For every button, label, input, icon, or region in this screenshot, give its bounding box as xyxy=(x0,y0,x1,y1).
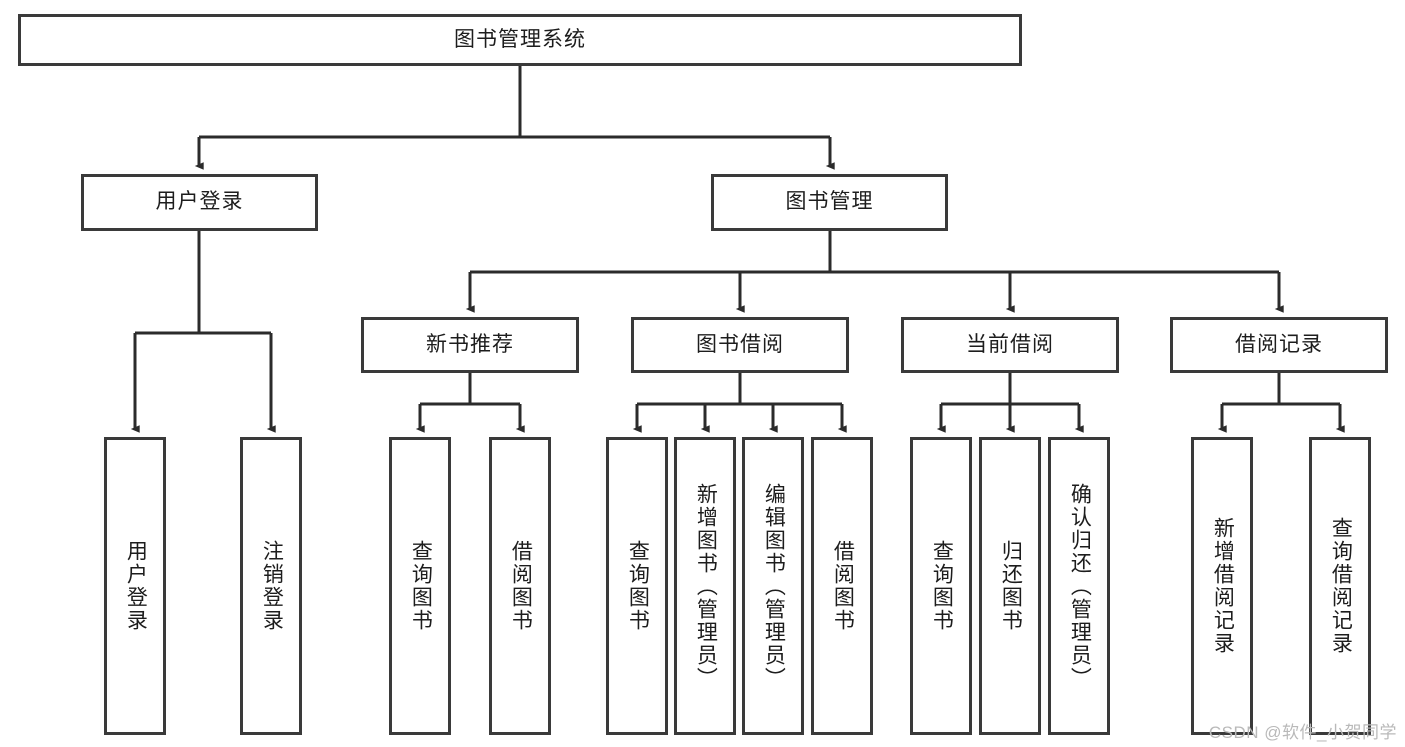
leaf-edit-book-admin[interactable]: 编辑图书（管理员） xyxy=(742,437,804,735)
node-label: 查询图书 xyxy=(930,540,954,632)
leaf-query-book-current[interactable]: 查询图书 xyxy=(910,437,972,735)
leaf-user-login[interactable]: 用户登录 xyxy=(104,437,166,735)
leaf-borrow-book-new-rec[interactable]: 借阅图书 xyxy=(489,437,551,735)
node-label: 新书推荐 xyxy=(426,332,514,356)
node-label: 用户登录 xyxy=(155,190,244,214)
node-new-book-recommendation[interactable]: 新书推荐 xyxy=(361,317,579,373)
node-label: 图书借阅 xyxy=(696,332,784,356)
csdn-watermark: CSDN @软件_小贺同学 xyxy=(1208,723,1397,742)
node-root-system[interactable]: 图书管理系统 xyxy=(18,14,1022,66)
node-borrowing-records[interactable]: 借阅记录 xyxy=(1170,317,1388,373)
node-label: 新增图书（管理员） xyxy=(694,482,718,690)
node-label: 借阅记录 xyxy=(1235,332,1323,356)
leaf-query-borrow-record[interactable]: 查询借阅记录 xyxy=(1309,437,1371,735)
leaf-logout[interactable]: 注销登录 xyxy=(240,437,302,735)
node-label: 图书管理 xyxy=(785,190,874,214)
leaf-add-borrow-record[interactable]: 新增借阅记录 xyxy=(1191,437,1253,735)
node-label: 归还图书 xyxy=(999,540,1023,632)
node-label: 图书管理系统 xyxy=(454,27,586,51)
node-label: 用户登录 xyxy=(124,540,148,632)
leaf-return-book[interactable]: 归还图书 xyxy=(979,437,1041,735)
node-book-borrowing[interactable]: 图书借阅 xyxy=(631,317,849,373)
node-label: 当前借阅 xyxy=(966,332,1054,356)
node-user-login[interactable]: 用户登录 xyxy=(81,174,318,231)
leaf-borrow-book-borrowing[interactable]: 借阅图书 xyxy=(811,437,873,735)
node-label: 确认归还（管理员） xyxy=(1068,482,1092,690)
node-label: 编辑图书（管理员） xyxy=(762,482,786,690)
node-label: 查询图书 xyxy=(409,540,433,632)
leaf-query-book-borrowing[interactable]: 查询图书 xyxy=(606,437,668,735)
node-label: 新增借阅记录 xyxy=(1211,517,1235,655)
node-current-borrowing[interactable]: 当前借阅 xyxy=(901,317,1119,373)
node-label: 查询借阅记录 xyxy=(1329,517,1353,655)
leaf-confirm-return-admin[interactable]: 确认归还（管理员） xyxy=(1048,437,1110,735)
node-label: 借阅图书 xyxy=(831,540,855,632)
node-book-management[interactable]: 图书管理 xyxy=(711,174,948,231)
node-label: 查询图书 xyxy=(626,540,650,632)
node-label: 注销登录 xyxy=(260,540,284,632)
leaf-query-book-new-rec[interactable]: 查询图书 xyxy=(389,437,451,735)
leaf-add-book-admin[interactable]: 新增图书（管理员） xyxy=(674,437,736,735)
node-label: 借阅图书 xyxy=(509,540,533,632)
